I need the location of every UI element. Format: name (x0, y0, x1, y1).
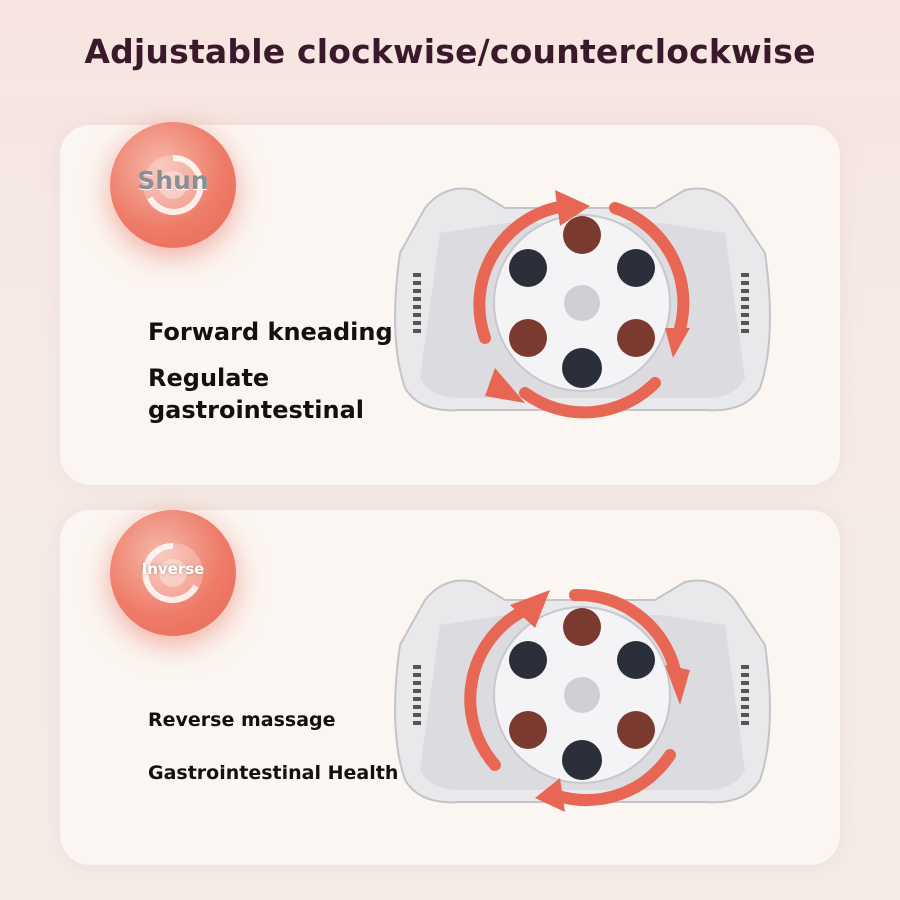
feature-line-1: Reverse massage (148, 709, 336, 731)
page-title: Adjustable clockwise/counterclockwise (84, 32, 816, 71)
feature-line-2: Regulate gastrointestinal (148, 364, 365, 424)
mode-badge-forward: Shun (110, 122, 236, 248)
massager-device-image (394, 579, 771, 812)
mode-badge-label: Inverse (141, 560, 205, 578)
mode-badge-label: Shun (137, 166, 209, 195)
counterclockwise-swirl-icon (142, 542, 203, 603)
massager-device-image (394, 187, 771, 419)
feature-line-1: Forward kneading (148, 318, 393, 346)
mode-badge-reverse: Inverse (110, 510, 236, 636)
feature-line-2: Gastrointestinal Health (148, 762, 399, 784)
clockwise-swirl-icon (143, 154, 204, 215)
